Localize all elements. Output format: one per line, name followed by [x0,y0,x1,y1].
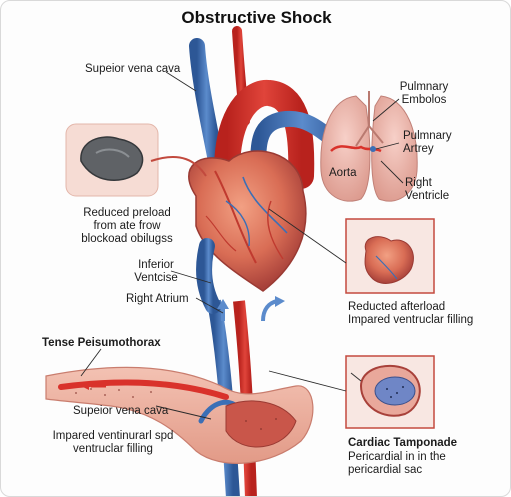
label-pulmonary-embolus-line2: Embolos [401,94,447,106]
label-superior-vena-cava-top: Supeior vena cava [85,63,181,75]
label-superior-vena-cava-bottom: Supeior vena cava [73,405,169,417]
diagram-title: Obstructive Shock [181,8,332,27]
compressed-vessel-region [45,366,314,464]
label-pulmonary-embolus: Pulmnary Embolos [389,81,459,107]
label-pulmonary-embolus-line1: Pulmnary [399,81,449,93]
label-reduced-preload-line1: Reduced preload [83,207,171,219]
label-right-ventricle-line1: Right [405,177,432,189]
pneumothorax-illustration [65,123,207,197]
label-impaired-ventricular: Impared ventinurarl spd ventruclar filli… [33,430,193,456]
label-tension-pneumothorax: Tense Peisumothorax [42,337,161,349]
label-reduced-preload-line2: from ate frow [93,220,161,232]
label-impaired-ventricular-line1: Impared ventinurarl spd [52,430,174,442]
label-right-ventricle-line2: Ventricle [405,190,450,202]
label-reduced-afterload: Reducted afterload Impared ventruclar fi… [348,301,473,327]
label-pericardial-line1: Pericardial in in the [348,451,446,463]
label-pulmonary-artery-line1: Pulmnary [403,130,452,142]
label-reduced-afterload-line2: Impared ventruclar filling [348,314,474,326]
label-pericardial-line2: pericardial sac [348,464,423,476]
label-right-atrium: Right Atrium [126,293,189,305]
label-inferior-vena-cava-line2: Ventcise [134,272,178,284]
label-cardiac-tamponade: Cardiac Tamponade [348,437,458,449]
label-reduced-preload: Reduced preload from ate frow blockoad o… [67,207,187,246]
label-pulmonary-artery: Pulmnary Artrey [403,130,452,156]
label-right-ventricle: Right Ventricle [405,177,449,203]
inset-cardiac-tamponade [345,355,435,429]
label-inferior-vena-cava: Inferior Ventcise [126,259,186,285]
inset-reduced-afterload [345,218,435,294]
label-aorta: Aorta [329,167,357,179]
label-pericardial: Pericardial in in the pericardial sac [348,451,446,477]
label-reduced-afterload-line1: Reducted afterload [348,301,446,313]
heart [188,150,307,314]
label-impaired-ventricular-line2: ventruclar filling [73,443,153,455]
label-reduced-preload-line3: blockoad obilugss [81,233,173,245]
leader-lines [80,71,404,420]
flow-arrows [217,296,285,322]
label-inferior-vena-cava-line1: Inferior [138,259,174,271]
lungs [320,91,418,202]
label-pulmonary-artery-line2: Artrey [403,143,434,155]
